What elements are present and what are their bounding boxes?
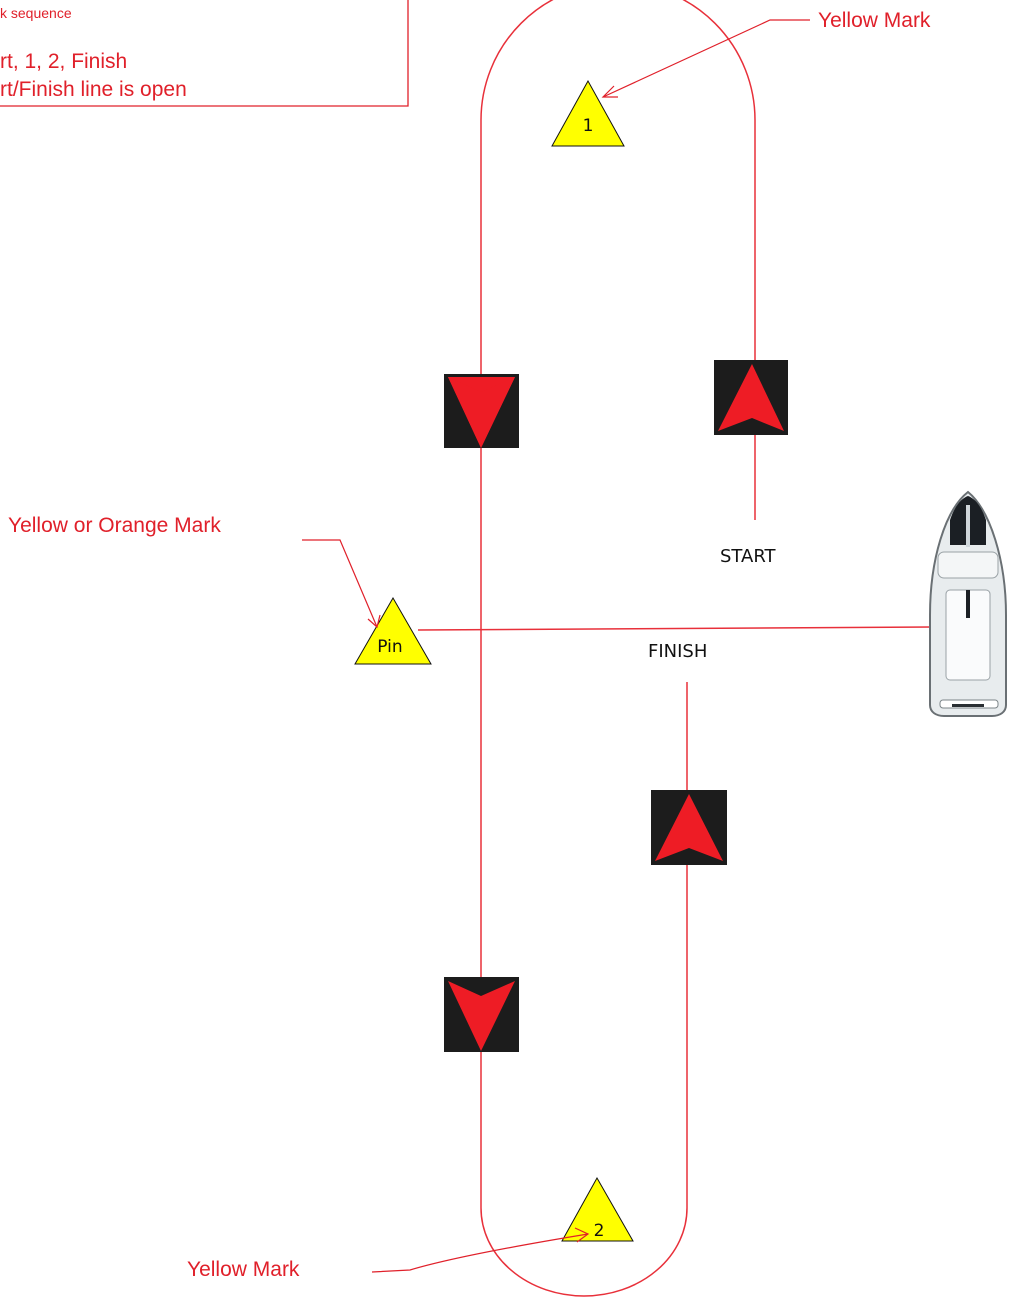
- callout-top-mark: [602, 19, 810, 98]
- course-bottom-loop: [480, 682, 688, 1297]
- committee-boat-icon: [929, 490, 1007, 717]
- legend-line-3: rt/Finish line is open: [0, 78, 187, 101]
- start-finish-line: [417, 626, 933, 631]
- callout-top-mark-head: [601, 85, 618, 98]
- callout-pin-mark-head: [367, 614, 381, 629]
- label-pin-mark: Yellow or Orange Mark: [8, 514, 221, 537]
- legend-line-1: k sequence: [0, 5, 72, 21]
- mark-2: 2: [561, 1176, 634, 1242]
- label-finish: FINISH: [648, 641, 707, 662]
- legend-box: k sequence rt, 1, 2, Finish rt/Finish li…: [0, 0, 409, 107]
- pin-mark: Pin: [354, 596, 432, 665]
- callout-bottom-mark-head: [574, 1227, 590, 1243]
- arrow-down-upper-left: [444, 374, 519, 448]
- legend-line-2: rt, 1, 2, Finish: [0, 50, 127, 73]
- course-loop: [480, 0, 756, 1208]
- mark-2-label: 2: [594, 1221, 605, 1241]
- label-bottom-yellow-mark: Yellow Mark: [187, 1258, 300, 1281]
- arrow-up-lower-right: [651, 790, 727, 865]
- arrow-down-lower-left: [444, 977, 519, 1052]
- arrow-up-upper-right: [714, 360, 788, 435]
- label-start: START: [720, 546, 777, 567]
- pin-mark-label: Pin: [377, 637, 402, 657]
- callout-bottom-mark: [371, 1233, 589, 1273]
- mark-1-label: 1: [583, 116, 594, 136]
- callout-pin-mark: [302, 539, 378, 628]
- mark-1: 1: [551, 79, 625, 147]
- label-top-yellow-mark: Yellow Mark: [818, 9, 931, 32]
